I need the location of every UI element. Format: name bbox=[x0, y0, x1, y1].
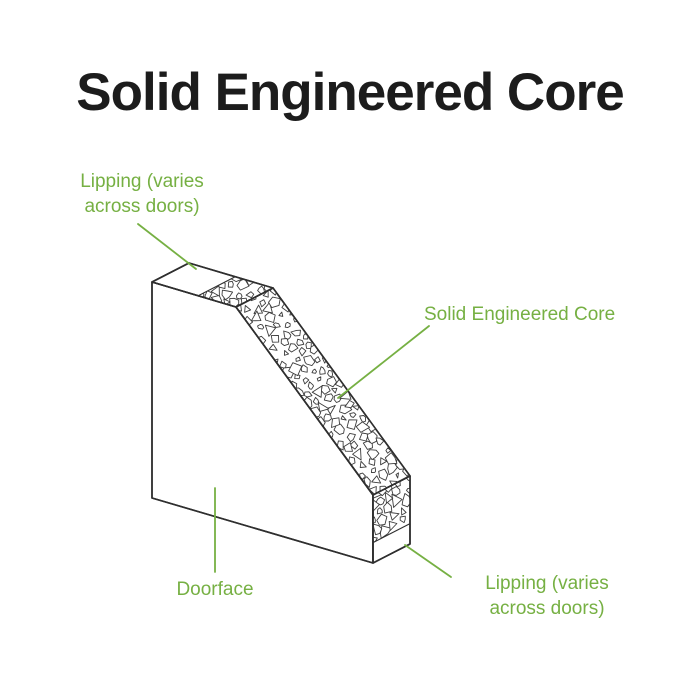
core-chip bbox=[399, 515, 406, 524]
core-chip bbox=[391, 486, 401, 496]
core-chip bbox=[379, 525, 392, 539]
core-chip bbox=[303, 355, 316, 367]
core-chip bbox=[339, 390, 352, 400]
core-chip bbox=[368, 486, 377, 495]
core-chip bbox=[331, 417, 341, 428]
core-chip bbox=[284, 321, 291, 328]
core-chip bbox=[288, 362, 303, 377]
top-lipping-joint-line bbox=[197, 276, 236, 297]
core-chip bbox=[227, 280, 234, 288]
core-chip bbox=[349, 412, 357, 418]
core-chip bbox=[311, 368, 317, 374]
leader-line-lipping-top bbox=[137, 223, 197, 270]
core-chip bbox=[355, 421, 371, 433]
core-chip bbox=[302, 377, 310, 385]
face-outlines bbox=[151, 262, 411, 564]
core-chip bbox=[343, 442, 353, 452]
core-chip bbox=[370, 467, 377, 473]
core-chip bbox=[384, 452, 398, 465]
core-chip bbox=[388, 520, 398, 531]
core-chip bbox=[362, 440, 373, 450]
core-chip bbox=[272, 322, 281, 328]
core-chip bbox=[250, 310, 262, 322]
bottom-lipping-outline bbox=[372, 475, 411, 564]
core-chip bbox=[344, 399, 355, 409]
label-lipping-bottom: Lipping (varies across doors) bbox=[485, 573, 609, 619]
core-chip bbox=[210, 285, 220, 297]
core-chip bbox=[323, 413, 332, 422]
core-chip bbox=[346, 432, 356, 443]
core-chip bbox=[401, 507, 407, 516]
core-chip bbox=[319, 366, 326, 375]
core-chip bbox=[378, 468, 389, 481]
joint-lines bbox=[197, 276, 411, 544]
door-faces bbox=[151, 262, 411, 564]
core-chip bbox=[376, 513, 388, 526]
core-chip bbox=[296, 338, 305, 346]
core-chip bbox=[323, 393, 334, 402]
core-chip bbox=[288, 343, 299, 353]
core-chip bbox=[221, 289, 234, 301]
core-chip bbox=[401, 493, 410, 508]
core-chip bbox=[333, 423, 345, 435]
bottom-lipping-joint-line bbox=[372, 523, 411, 544]
core-chip bbox=[363, 476, 371, 488]
core-chip bbox=[257, 323, 265, 330]
core-chip bbox=[331, 387, 338, 394]
core-chip bbox=[245, 291, 255, 299]
core-chip bbox=[352, 447, 362, 461]
core-chip bbox=[326, 404, 336, 415]
core-chip bbox=[264, 324, 277, 337]
core-chip bbox=[389, 512, 400, 521]
label-lipping-top: Lipping (varies across doors) bbox=[80, 171, 204, 217]
label-core: Solid Engineered Core bbox=[424, 304, 616, 325]
core-chip bbox=[278, 311, 284, 317]
leader-lines bbox=[137, 223, 452, 578]
core-chip bbox=[262, 290, 269, 298]
core-chip bbox=[340, 415, 347, 421]
core-chip bbox=[371, 475, 382, 484]
core-chip bbox=[391, 493, 403, 508]
core-chip bbox=[268, 296, 281, 309]
core-chip bbox=[298, 347, 307, 357]
label-doorface: Doorface bbox=[176, 579, 254, 600]
core-chip bbox=[346, 419, 358, 430]
core-chip bbox=[236, 292, 243, 300]
core-chip bbox=[283, 350, 290, 356]
core-chip bbox=[314, 356, 321, 364]
core-chip bbox=[373, 498, 380, 513]
core-chip bbox=[384, 491, 394, 504]
leader-line-lipping-bottom bbox=[404, 544, 452, 578]
core-chip bbox=[368, 458, 376, 466]
core-chip bbox=[375, 437, 385, 446]
core-chip bbox=[311, 385, 323, 398]
core-chip bbox=[395, 472, 399, 479]
core-chip bbox=[385, 447, 392, 454]
leader-line-core bbox=[337, 325, 430, 399]
core-chip bbox=[268, 343, 278, 351]
core-chip bbox=[359, 460, 367, 468]
core-chip bbox=[316, 376, 322, 382]
core-chip bbox=[259, 299, 267, 308]
core-chip bbox=[307, 381, 314, 390]
core-chip bbox=[244, 305, 252, 313]
core-chip bbox=[295, 356, 301, 362]
core-chip bbox=[352, 405, 360, 411]
core-chip bbox=[380, 457, 388, 466]
core-chip bbox=[264, 311, 276, 323]
page-title: Solid Engineered Core bbox=[76, 63, 624, 122]
core-chip bbox=[270, 334, 280, 343]
core-chip bbox=[317, 401, 330, 412]
core-chip bbox=[280, 338, 290, 347]
core-chip bbox=[290, 329, 301, 337]
core-chip bbox=[376, 507, 383, 515]
core-chip bbox=[326, 376, 337, 388]
